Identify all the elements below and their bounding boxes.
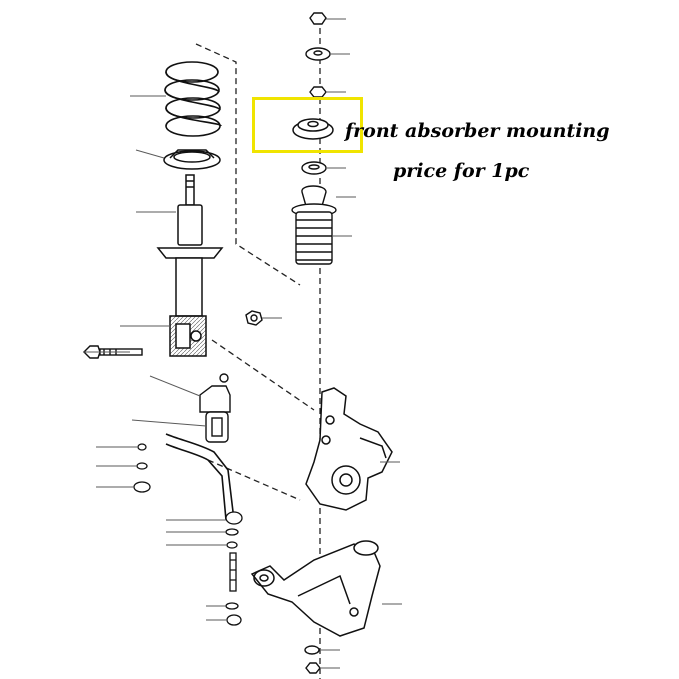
stabilizer-link-column: [225, 511, 243, 626]
stabilizer-bracket: [199, 373, 231, 443]
stabilizer-bar: [165, 433, 235, 521]
dust-boot: [291, 185, 337, 265]
spring-seat: [163, 149, 221, 170]
shock-absorber-strut: [156, 174, 224, 357]
lower-control-arm: [250, 540, 381, 637]
strut-nut: [245, 310, 263, 326]
bearing-seat: [301, 161, 327, 175]
bushing-column-left: [133, 443, 151, 493]
caption-price-note: price for 1pc: [393, 160, 530, 182]
upper-mount-stack: [305, 12, 331, 98]
highlight-box: [252, 97, 363, 153]
lower-nut-stack: [304, 645, 321, 674]
leader-lines: [84, 18, 402, 669]
steering-knuckle: [305, 387, 393, 511]
front-absorber-mounting: [292, 118, 334, 140]
lock-nut: [309, 86, 327, 98]
caption-part-name: front absorber mounting: [345, 120, 610, 142]
top-nut: [309, 12, 327, 25]
coil-spring: [164, 61, 222, 137]
